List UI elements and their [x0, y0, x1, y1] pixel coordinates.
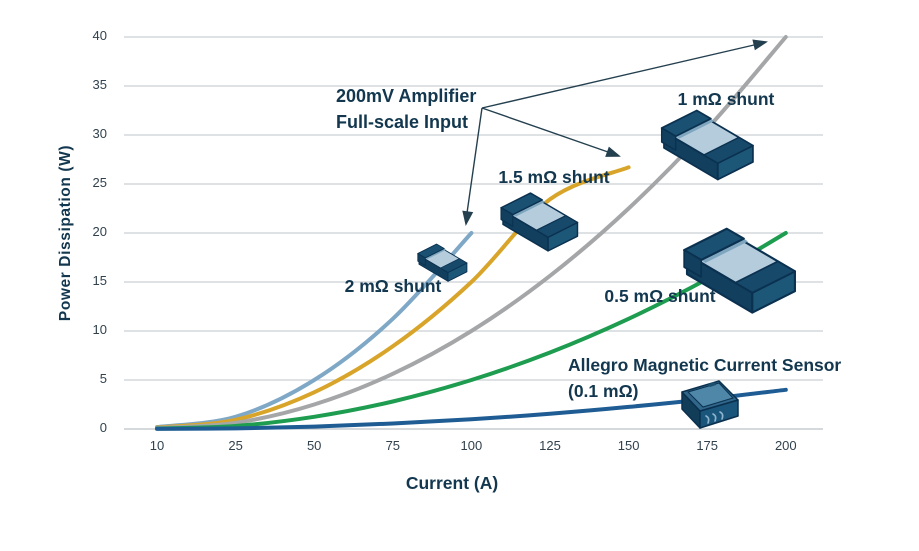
y-tick-label-40: 40 — [92, 28, 107, 43]
y-tick-label-20: 20 — [92, 224, 107, 239]
amplifier-annotation-line1: 200mV Amplifier — [336, 86, 477, 106]
arrow-to-1mohm-head — [752, 39, 768, 51]
arrow-to-1_5mohm-line — [481, 107, 609, 153]
allegro-sensor-icon — [681, 380, 739, 429]
x-tick-label-100: 100 — [460, 438, 483, 453]
arrow-to-1mohm-line — [481, 44, 755, 109]
y-tick-label-25: 25 — [92, 175, 107, 190]
x-tick-label-10: 10 — [149, 438, 165, 453]
arrow-to-2mohm-line — [466, 107, 483, 214]
curve-1.5mohm — [155, 165, 631, 430]
amplifier-annotation-line2: Full-scale Input — [336, 112, 469, 132]
y-tick-label-15: 15 — [92, 273, 107, 288]
label-allegro-line1: Allegro Magnetic Current Sensor — [568, 355, 842, 375]
y-tick-label-30: 30 — [92, 126, 107, 141]
x-tick-label-25: 25 — [228, 438, 243, 453]
label-allegro-line2: (0.1 mΩ) — [568, 381, 639, 401]
x-tick-label-200: 200 — [774, 438, 797, 453]
x-tick-label-50: 50 — [306, 438, 322, 453]
x-tick-label-150: 150 — [617, 438, 640, 453]
shunt-1mohm-icon — [660, 109, 754, 181]
arrow-to-1_5mohm-head — [605, 146, 621, 157]
y-tick-label-5: 5 — [99, 371, 107, 386]
arrow-to-2mohm-head — [462, 210, 474, 226]
x-tick-label-125: 125 — [539, 438, 561, 453]
amplifier-annotation: 200mV Amplifier Full-scale Input — [336, 83, 476, 135]
x-tick-label-75: 75 — [385, 438, 401, 453]
label-1_5mohm-shunt: 1.5 mΩ shunt — [498, 167, 610, 187]
y-tick-label-0: 0 — [99, 420, 107, 435]
x-tick-label-175: 175 — [696, 438, 719, 453]
annotation-arrows — [462, 39, 768, 226]
x-axis-label: Current (A) — [405, 473, 499, 493]
y-axis-label: Power Dissipation (W) — [57, 144, 74, 322]
label-1mohm-shunt: 1 mΩ shunt — [677, 89, 775, 109]
label-allegro-sensor: Allegro Magnetic Current Sensor (0.1 mΩ) — [568, 352, 841, 404]
gridlines — [124, 36, 823, 430]
y-tick-label-35: 35 — [92, 77, 107, 92]
curve-0.5mohm — [155, 231, 788, 431]
y-tick-label-10: 10 — [92, 322, 107, 337]
shunt-1_5mohm-icon — [500, 192, 579, 252]
label-2mohm-shunt: 2 mΩ shunt — [344, 276, 442, 296]
label-0_5mohm-shunt: 0.5 mΩ shunt — [604, 286, 716, 306]
